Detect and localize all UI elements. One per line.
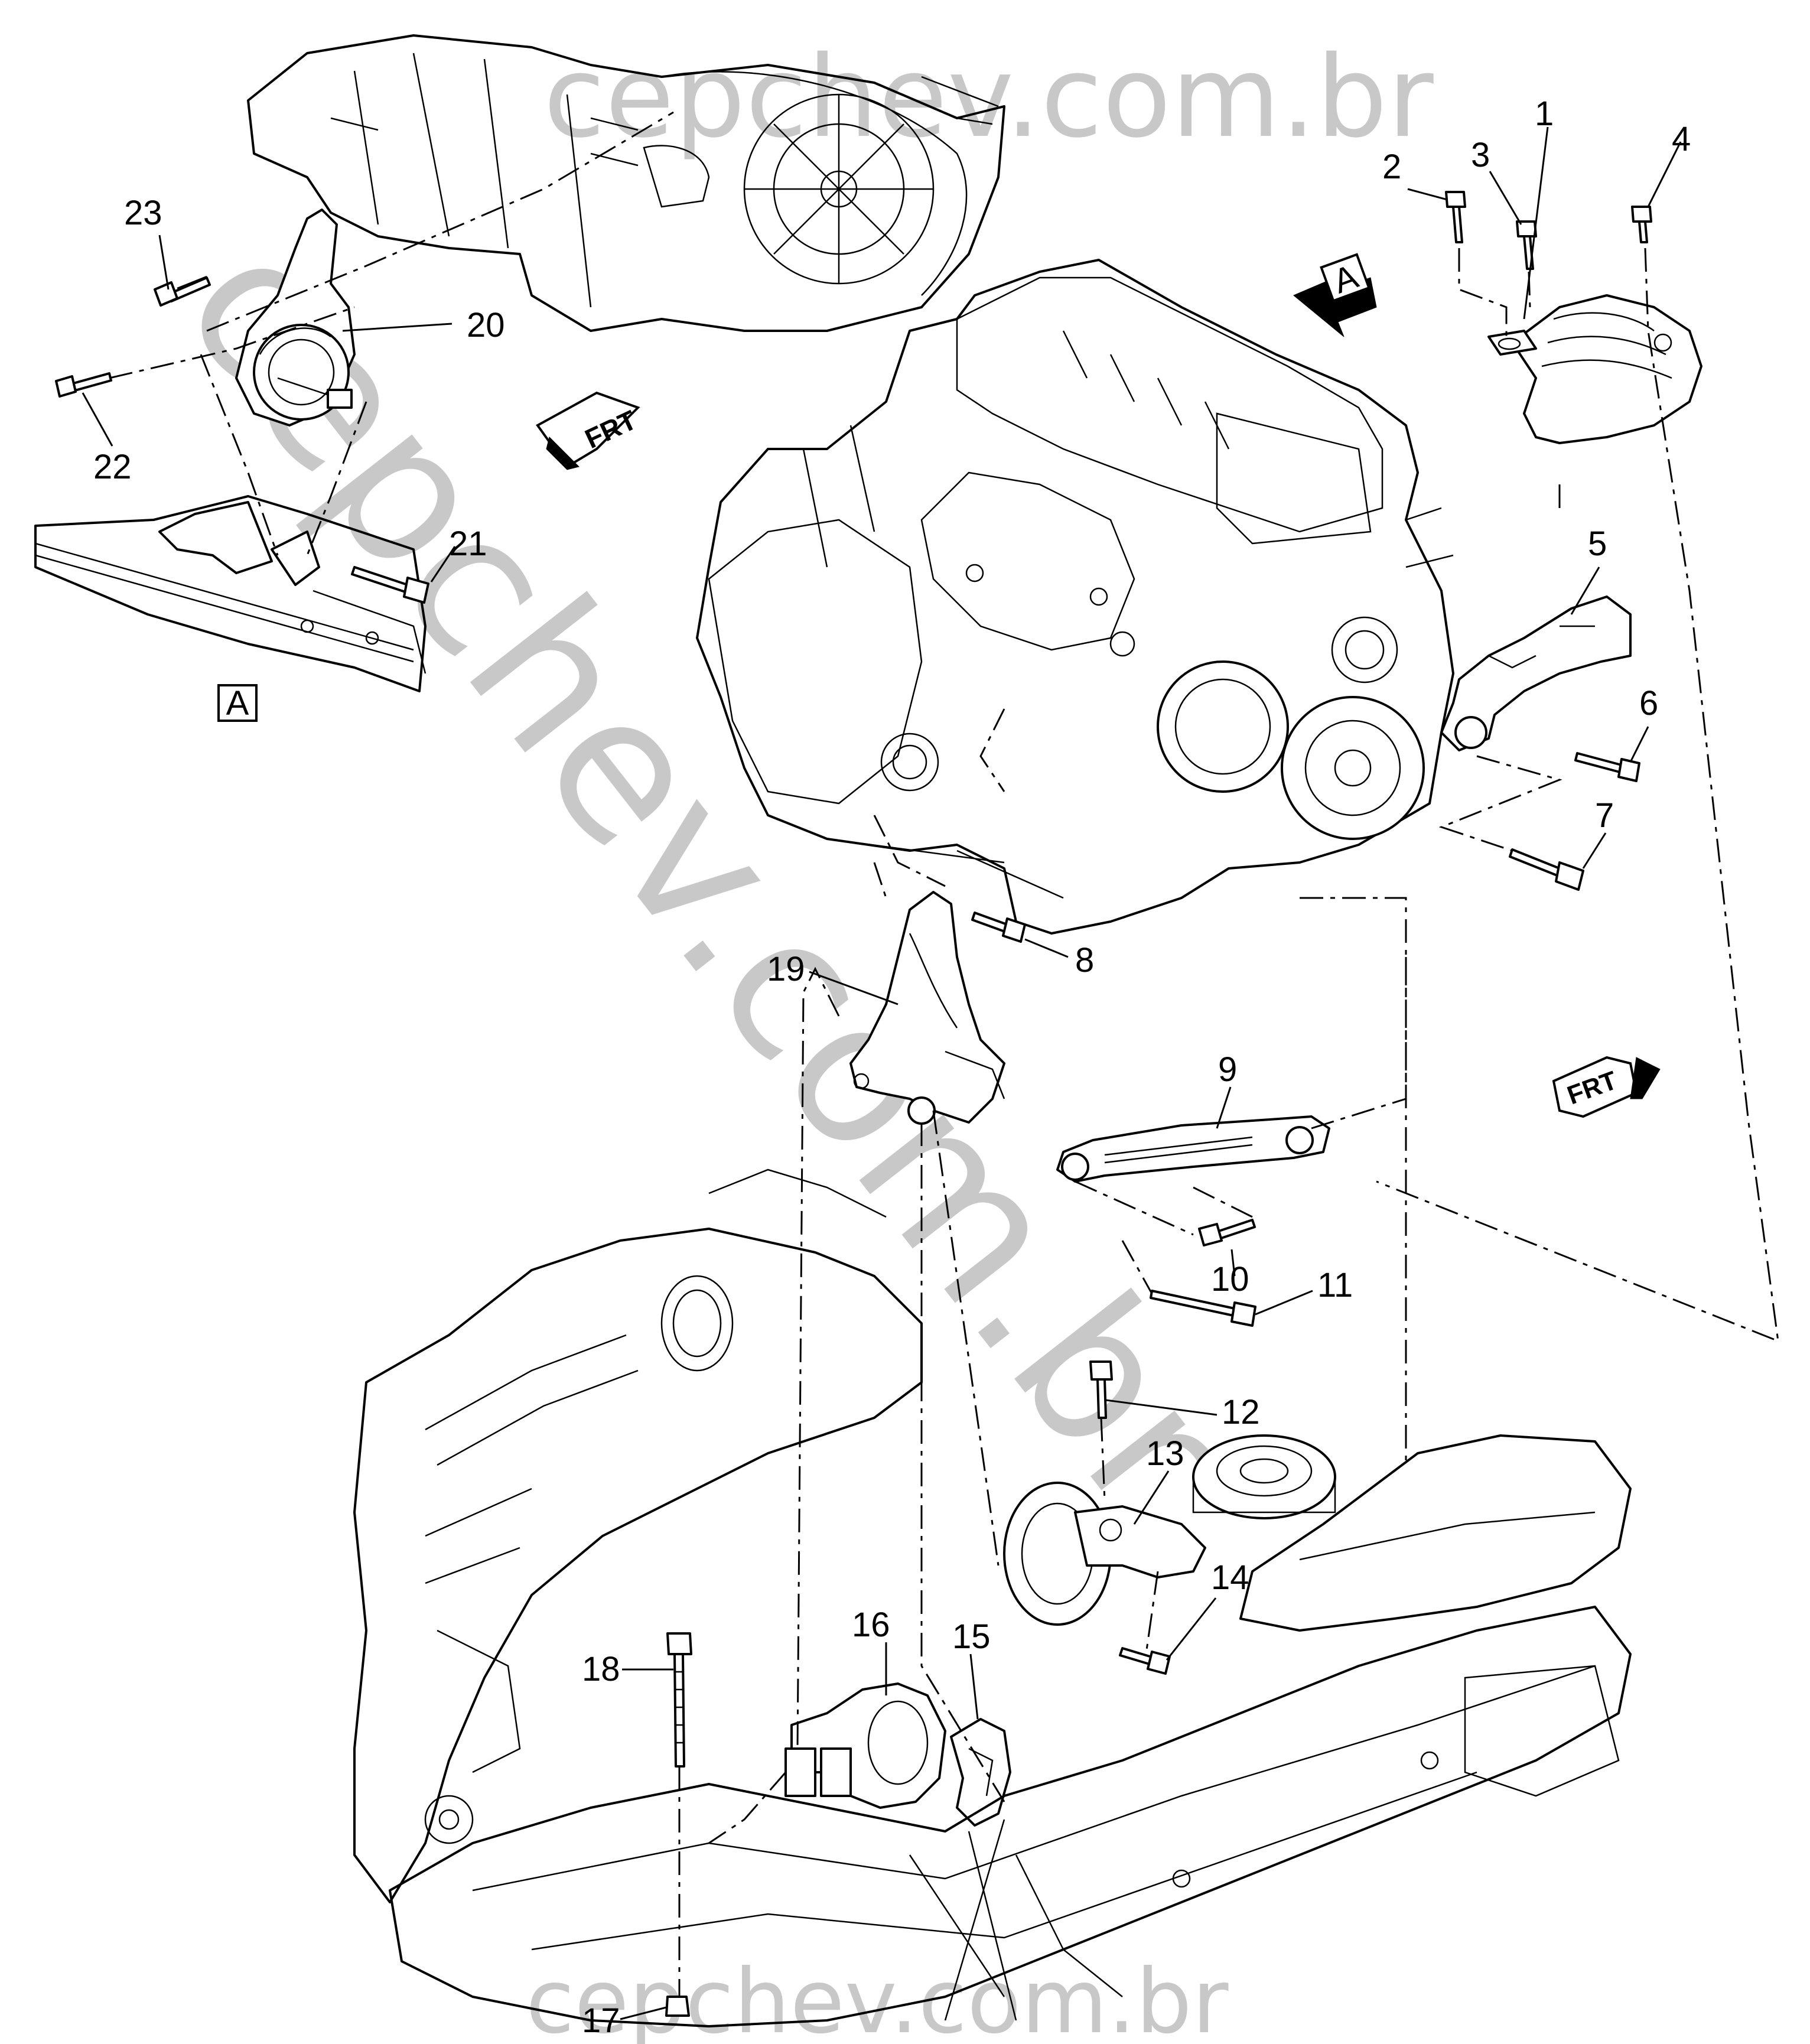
callout-21: 21: [449, 525, 487, 563]
callout-4: 4: [1672, 120, 1691, 158]
bolt-part-23: [154, 275, 211, 307]
callout-20: 20: [467, 306, 505, 344]
transmission-mount-part-20: [235, 209, 356, 427]
assembly-lines: [109, 111, 1779, 1997]
watermark-bottom: cepchev.com.br: [526, 1951, 1229, 2044]
transmission-mount-part-16: [784, 1682, 946, 1809]
bolt-part-12: [1089, 1361, 1113, 1419]
callout-numbers: 1 2 3 4 5 6 7 8 9 10 11 12 13 14 15 16 1…: [93, 95, 1691, 2040]
strut-part-9: [1056, 1115, 1330, 1183]
nut-part-17: [665, 1996, 690, 2017]
engine-mount-bracket-part-5: [1440, 595, 1632, 751]
callout-23: 23: [124, 194, 162, 232]
callout-1: 1: [1535, 95, 1554, 133]
leader-lines: [82, 126, 1682, 2020]
callout-3: 3: [1471, 136, 1490, 174]
callout-10: 10: [1211, 1260, 1249, 1298]
callout-15: 15: [952, 1617, 991, 1656]
callout-14: 14: [1211, 1558, 1249, 1597]
callout-18: 18: [582, 1650, 620, 1688]
svg-text:A: A: [226, 684, 249, 722]
bolt-part-18: [666, 1632, 692, 1768]
view-a-arrow: A: [1293, 253, 1377, 337]
bolt-part-10: [1198, 1219, 1256, 1246]
bolt-part-3: [1516, 220, 1537, 270]
callout-13: 13: [1146, 1434, 1184, 1473]
watermark-top: cepchev.com.br: [543, 32, 1434, 162]
heat-shield-part-15: [950, 1718, 1011, 1827]
front-direction-arrow-right: FRT: [1552, 1056, 1661, 1118]
bolt-part-4: [1631, 206, 1652, 243]
bolt-part-21: [351, 566, 429, 604]
callout-8: 8: [1075, 941, 1094, 979]
engine-mount-part-13: [1003, 1482, 1206, 1626]
view-a-label: A: [217, 684, 258, 722]
callout-17: 17: [582, 2001, 620, 2040]
frame-rail-view-a: [34, 495, 427, 692]
engine-mount-part-1: [1487, 294, 1702, 444]
bolt-part-2: [1445, 191, 1466, 243]
vehicle-body-frame: [353, 1169, 1632, 2027]
bolt-part-11: [1150, 1290, 1256, 1327]
front-direction-arrow-left: FRT: [536, 391, 641, 470]
callout-11: 11: [1317, 1266, 1353, 1304]
bolt-part-22: [55, 372, 112, 398]
callout-2: 2: [1382, 148, 1401, 186]
engine-assembly: [696, 259, 1454, 935]
bolt-part-6: [1574, 752, 1640, 782]
callout-19: 19: [767, 950, 805, 988]
callout-6: 6: [1639, 684, 1658, 722]
callout-22: 22: [93, 448, 132, 486]
callout-12: 12: [1222, 1393, 1260, 1431]
transmission-mount-bracket-part-19: [849, 891, 1005, 1125]
bolt-part-7: [1509, 848, 1584, 891]
callout-5: 5: [1588, 525, 1607, 563]
bolt-part-14: [1119, 1647, 1171, 1675]
callout-7: 7: [1595, 796, 1614, 835]
bolt-part-8: [971, 912, 1026, 943]
callout-9: 9: [1218, 1050, 1237, 1089]
callout-16: 16: [852, 1606, 890, 1644]
